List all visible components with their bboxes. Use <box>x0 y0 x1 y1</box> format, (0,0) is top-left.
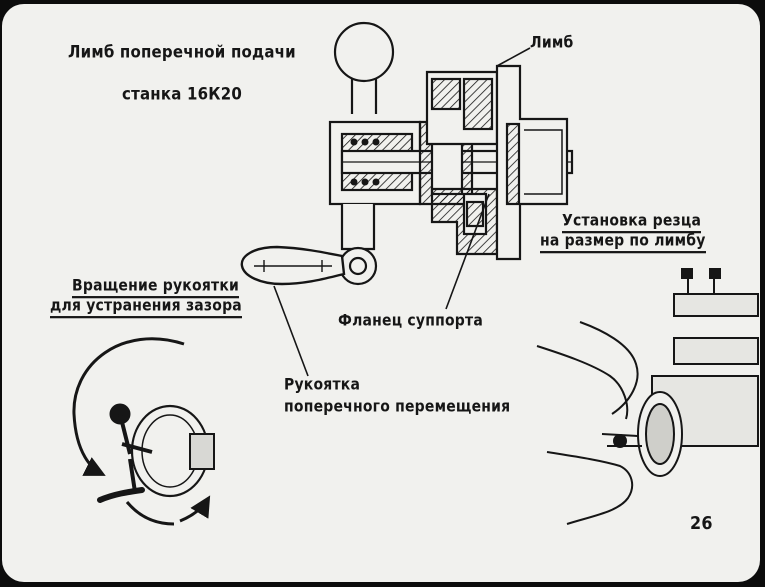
hands-illustration <box>536 268 759 525</box>
limb-label: Лимб <box>530 34 574 52</box>
setup-label-line1: Установка резца <box>562 212 702 234</box>
handle-label-line2: поперечного перемещения <box>284 398 511 416</box>
rotation-diagram <box>72 337 215 526</box>
handle-label-line1: Рукоятка <box>284 376 361 394</box>
limb-cross-section <box>328 21 574 286</box>
ball-knob <box>333 21 395 83</box>
leader-lines <box>273 47 531 377</box>
flange-label: Фланец суппорта <box>338 312 483 330</box>
page-number: 26 <box>690 512 713 534</box>
title-line1: Лимб поперечной подачи <box>68 42 296 63</box>
mechanism-drawing <box>72 21 759 526</box>
rotation-label-line1: Вращение рукоятки <box>72 277 240 299</box>
handle-grip <box>240 245 346 286</box>
rotation-label-line2: для устранения зазора <box>50 297 242 319</box>
title-line2: станка 16К20 <box>122 84 243 105</box>
setup-label-line2: на размер по лимбу <box>540 232 706 254</box>
slide: Лимб поперечной подачи станка 16К20 Лимб… <box>2 4 760 582</box>
